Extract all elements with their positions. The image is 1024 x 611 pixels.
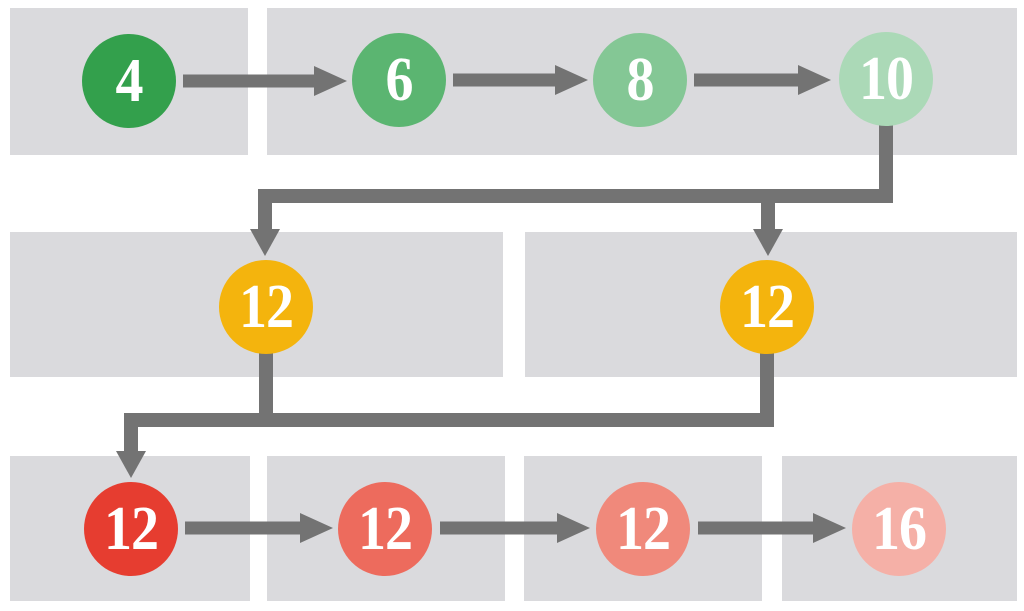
node-12-bottom-1: 12 <box>84 482 178 576</box>
node-12-bottom-1-label: 12 <box>104 494 159 564</box>
node-8-label: 8 <box>626 45 655 115</box>
node-10: 10 <box>839 32 933 126</box>
node-8: 8 <box>593 33 687 127</box>
node-12-mid-left: 12 <box>219 260 313 354</box>
node-16: 16 <box>852 482 946 576</box>
node-6-label: 6 <box>385 45 414 115</box>
node-12-mid-right: 12 <box>720 260 814 354</box>
node-12-bottom-3-label: 12 <box>616 494 671 564</box>
node-4: 4 <box>82 34 176 128</box>
node-12-mid-left-label: 12 <box>239 272 294 342</box>
node-4-label: 4 <box>115 46 144 116</box>
node-12-bottom-3: 12 <box>596 482 690 576</box>
node-6: 6 <box>352 33 446 127</box>
node-10-label: 10 <box>859 44 914 114</box>
node-12-bottom-2-label: 12 <box>358 494 413 564</box>
node-12-mid-right-label: 12 <box>740 272 795 342</box>
node-16-label: 16 <box>872 494 927 564</box>
node-12-bottom-2: 12 <box>338 482 432 576</box>
